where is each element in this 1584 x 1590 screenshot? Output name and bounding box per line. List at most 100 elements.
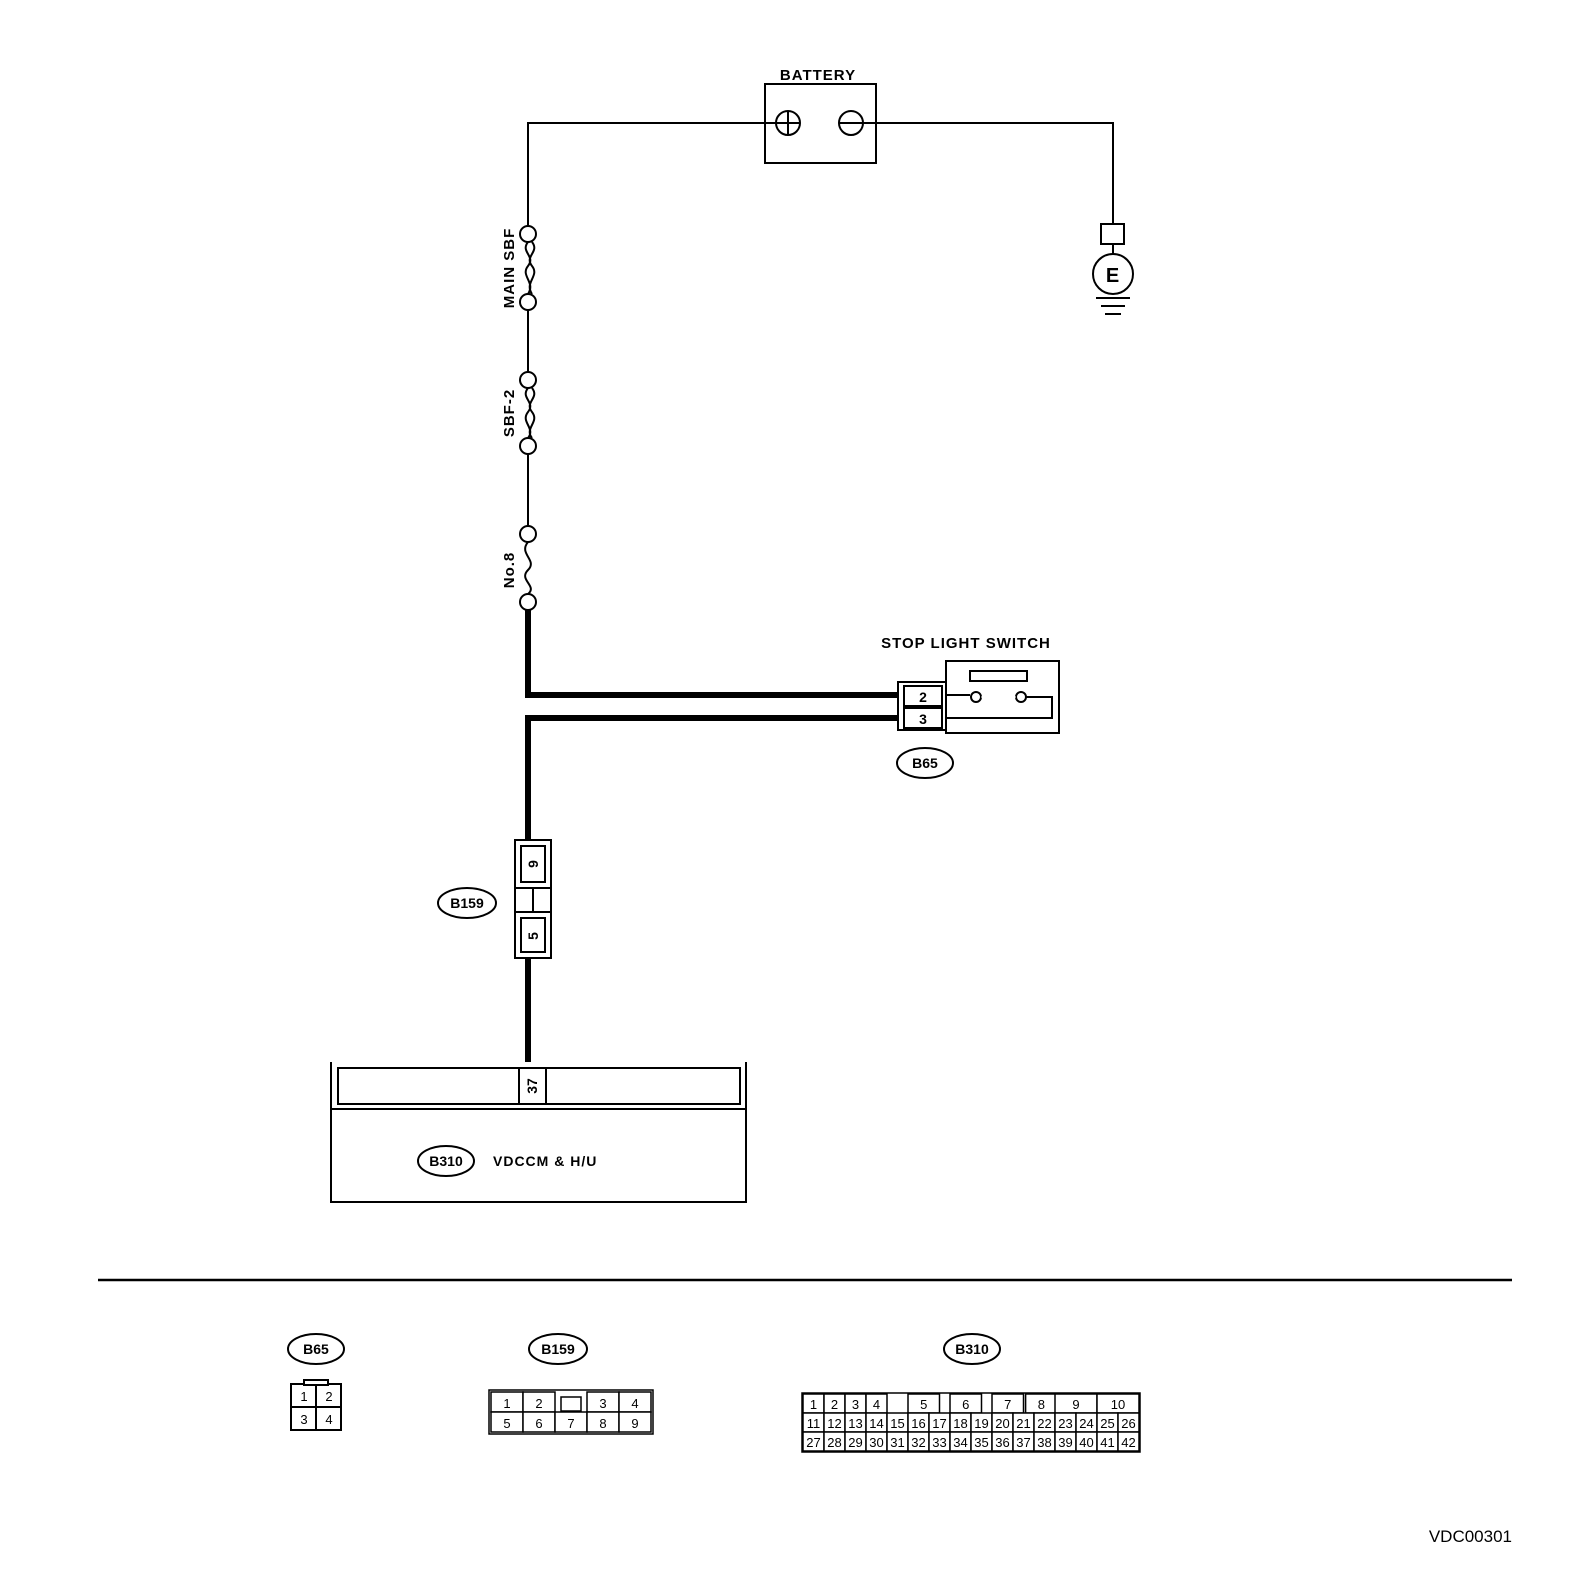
- b310-cell: 5: [920, 1397, 927, 1412]
- b310-cell: 27: [806, 1435, 820, 1450]
- b159-cell: 2: [535, 1396, 542, 1411]
- b310-cell: 39: [1058, 1435, 1072, 1450]
- b310-cell: 10: [1111, 1397, 1125, 1412]
- b65-cell: 1: [300, 1389, 307, 1404]
- switch-contact-icon: [946, 696, 1053, 719]
- b310-cell: 18: [953, 1416, 967, 1431]
- b310-cell: 9: [1072, 1397, 1079, 1412]
- b310-cell: 24: [1079, 1416, 1093, 1431]
- b65-cell: 2: [325, 1389, 332, 1404]
- ground-label: E: [1106, 265, 1120, 287]
- b310-cell: 37: [1016, 1435, 1030, 1450]
- fuse-no8-label: No.8: [501, 552, 518, 589]
- b310-cell: 21: [1016, 1416, 1030, 1431]
- b159-pin-9: 9: [525, 860, 541, 868]
- vdccm-hu-unit: 37 B310 VDCCM & H/U: [330, 1062, 747, 1203]
- connector-badge: [437, 887, 497, 919]
- connector-badge: [287, 1333, 345, 1365]
- b159-cell: 5: [503, 1416, 510, 1431]
- connector-view-b65: B65 1 2 3 4: [287, 1333, 345, 1431]
- b310-cell: 16: [911, 1416, 925, 1431]
- b310-cell: 12: [827, 1416, 841, 1431]
- b310-cell: 36: [995, 1435, 1009, 1450]
- b310-cell: 30: [869, 1435, 883, 1450]
- stop-light-switch-label: STOP LIGHT SWITCH: [881, 635, 1051, 652]
- fuse-icon: [524, 541, 532, 595]
- fuse-no8: No.8: [501, 525, 537, 611]
- b65-view-label: B65: [303, 1341, 329, 1357]
- b65-badge-label: B65: [912, 755, 938, 771]
- b310-cell: 31: [890, 1435, 904, 1450]
- b310-cell: 1: [810, 1397, 817, 1412]
- b310-cell: 8: [1038, 1397, 1045, 1412]
- b310-cell: 11: [807, 1416, 821, 1431]
- b310-cell: 23: [1058, 1416, 1072, 1431]
- battery-positive-terminal-icon: [775, 110, 801, 136]
- b310-cell: 42: [1121, 1435, 1135, 1450]
- connector-badge: [528, 1333, 588, 1365]
- b310-view-label: B310: [955, 1341, 989, 1357]
- b310-cell: 20: [995, 1416, 1009, 1431]
- b159-joint-connector: 9 5 B159: [437, 839, 552, 959]
- b159-view-label: B159: [541, 1341, 575, 1357]
- connector-badge: [417, 1145, 475, 1177]
- b310-cell: 22: [1037, 1416, 1051, 1431]
- b310-cell: 7: [1004, 1397, 1011, 1412]
- b159-cell: 8: [599, 1416, 606, 1431]
- b310-cell: 26: [1121, 1416, 1135, 1431]
- ground-point: E: [1092, 223, 1134, 315]
- connector-badge: [896, 747, 954, 779]
- b159-cell: 7: [567, 1416, 574, 1431]
- main-sbf-label: MAIN SBF: [501, 228, 518, 309]
- b310-cell: 32: [911, 1435, 925, 1450]
- b310-badge-label: B310: [429, 1153, 463, 1169]
- wire-switch-pin3-to-b159: [525, 715, 898, 840]
- stop-light-switch: STOP LIGHT SWITCH 2 3 B65: [881, 635, 1060, 779]
- b310-cell: 25: [1100, 1416, 1114, 1431]
- sbf-2-label: SBF-2: [501, 389, 518, 437]
- b65-pin-3: 3: [919, 711, 927, 727]
- sbf-2-fuse: SBF-2: [501, 371, 537, 455]
- b310-cell: 15: [890, 1416, 904, 1431]
- b65-cell: 3: [300, 1412, 307, 1427]
- b310-cell: 28: [827, 1435, 841, 1450]
- b310-cell: 4: [873, 1397, 880, 1412]
- b310-cell: 29: [848, 1435, 862, 1450]
- b310-cell: 38: [1037, 1435, 1051, 1450]
- b159-badge-label: B159: [450, 895, 484, 911]
- b159-cell: 6: [535, 1416, 542, 1431]
- b310-cell: 17: [932, 1416, 946, 1431]
- b310-cell: 19: [974, 1416, 988, 1431]
- b310-cell: 13: [848, 1416, 862, 1431]
- b310-cell: 6: [962, 1397, 969, 1412]
- diagram-id: VDC00301: [1429, 1527, 1512, 1546]
- vdccm-label: VDCCM & H/U: [493, 1153, 597, 1169]
- b310-cell: 14: [869, 1416, 883, 1431]
- b310-cell: 34: [953, 1435, 967, 1450]
- battery: BATTERY: [764, 67, 877, 164]
- b159-keyway: [560, 1396, 582, 1412]
- b65-pin-2: 2: [919, 689, 927, 705]
- b159-pin-5: 5: [525, 932, 541, 940]
- b65-cell: 4: [325, 1412, 332, 1427]
- b310-cell: 41: [1100, 1435, 1114, 1450]
- wire-battery-negative: [863, 122, 1114, 224]
- b159-cell: 1: [503, 1396, 510, 1411]
- vdccm-pin-37: 37: [524, 1078, 540, 1094]
- connector-badge: [943, 1333, 1001, 1365]
- main-sbf-fuse: MAIN SBF: [501, 225, 537, 311]
- b310-cell: 35: [974, 1435, 988, 1450]
- b310-cell: 2: [831, 1397, 838, 1412]
- wire-no8-to-switch-pin2: [525, 610, 898, 698]
- b310-cell: 40: [1079, 1435, 1093, 1450]
- b159-cell: 9: [631, 1416, 638, 1431]
- battery-label: BATTERY: [780, 67, 856, 84]
- b310-cell: 33: [932, 1435, 946, 1450]
- b310-cell: 3: [852, 1397, 859, 1412]
- wire-battery-positive: [527, 122, 776, 226]
